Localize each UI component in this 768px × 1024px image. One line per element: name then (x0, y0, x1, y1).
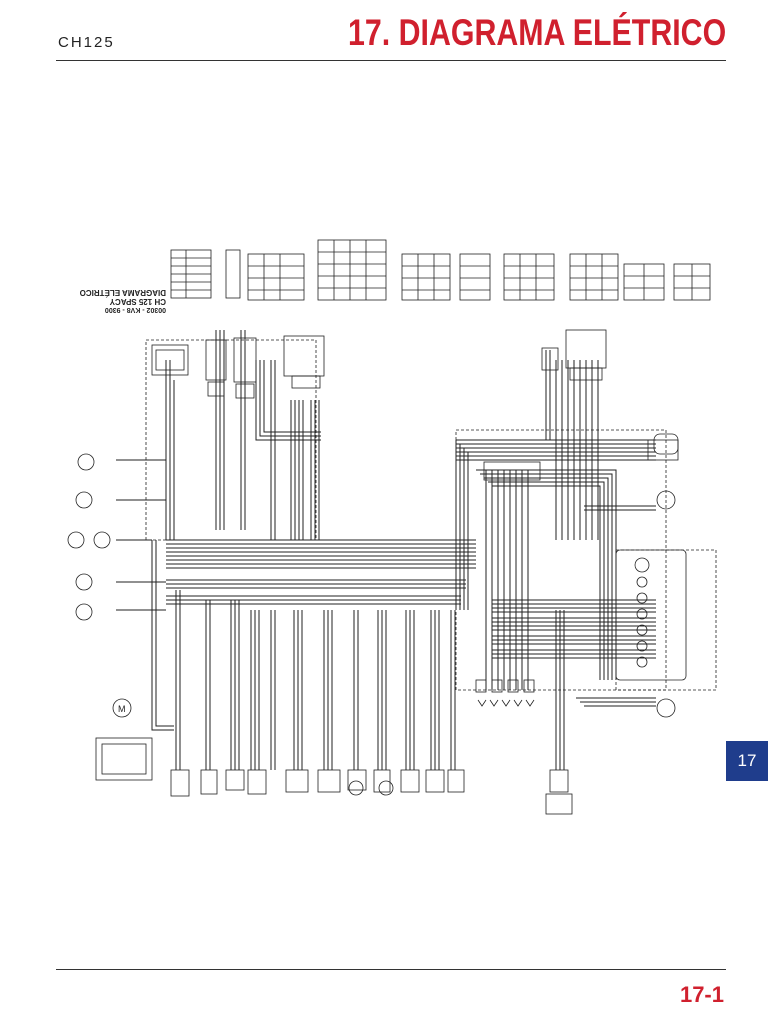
svg-text:M: M (118, 704, 126, 714)
page-number: 17-1 (679, 982, 724, 1007)
chapter-tab: 17 (726, 741, 768, 781)
model-label: CH125 (58, 34, 115, 51)
header-divider (56, 60, 726, 61)
page-title: 17. DIAGRAMA ELÉTRICO (347, 12, 726, 53)
right-lamps (653, 433, 679, 718)
connectors (151, 329, 607, 815)
legend-tables (170, 239, 711, 301)
terminal-marks (477, 699, 535, 707)
footer-divider (56, 969, 726, 970)
diagram-title-block: DIAGRAMA ELÉTRICO CH 125 SPACY 00302 - K… (80, 288, 166, 313)
wire-harness (116, 330, 656, 770)
diagram-title-line2: CH 125 SPACY (109, 297, 166, 306)
left-lamps (67, 453, 111, 621)
diagram-title-line1: DIAGRAMA ELÉTRICO (80, 288, 166, 297)
components: M (95, 439, 687, 796)
wiring-diagram: DIAGRAMA ELÉTRICO CH 125 SPACY 00302 - K… (67, 239, 717, 815)
diagram-code: 00302 - KV8 - 9300 (105, 306, 166, 313)
